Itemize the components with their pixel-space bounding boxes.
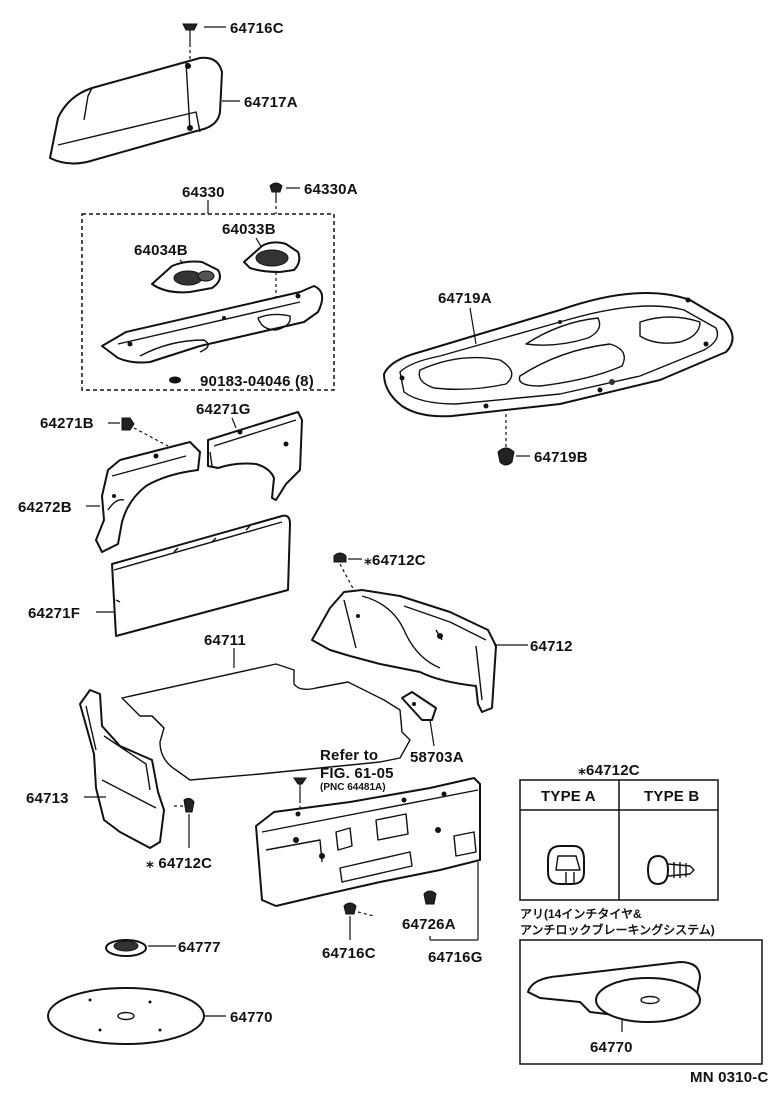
- label-64330: 64330: [182, 184, 225, 201]
- type-a-header: TYPE A: [541, 788, 596, 805]
- label-64777: 64777: [178, 939, 221, 956]
- package-tray-64330: [101, 285, 324, 364]
- label-64726a: 64726A: [402, 916, 456, 933]
- diagram-code: MN 0310-C: [690, 1069, 769, 1086]
- clip-64712c-right: [333, 552, 362, 595]
- label-64330a: 64330A: [304, 181, 358, 198]
- clip-64719b: [497, 447, 515, 466]
- trim-64712: [311, 589, 497, 713]
- refer-line1: Refer to: [320, 747, 378, 764]
- inset-note-line1: アリ(14インチタイヤ&: [520, 907, 642, 921]
- board-64770-inset: [527, 961, 701, 1023]
- clip-90183: [169, 376, 181, 384]
- inset-box: [519, 939, 763, 1065]
- label-64717a: 64717A: [244, 94, 298, 111]
- board-64271f: [111, 514, 291, 637]
- label-64712: 64712: [530, 638, 573, 655]
- clip-type-a: [547, 845, 585, 885]
- label-64719a: 64719A: [438, 290, 492, 307]
- refer-line3: (PNC 64481A): [320, 782, 386, 793]
- mat-64711: [121, 663, 411, 781]
- label-58703a: 58703A: [410, 749, 464, 766]
- clip-type-b: [647, 855, 695, 885]
- speaker-grille-64033b: [243, 241, 301, 300]
- refer-line2: FIG. 61-05: [320, 765, 394, 782]
- label-64272b: 64272B: [18, 499, 72, 516]
- label-90183: 90183-04046 (8): [200, 373, 314, 390]
- label-64711: 64711: [204, 632, 246, 649]
- label-64034b: 64034B: [134, 242, 188, 259]
- board-64770: [47, 987, 205, 1045]
- type-b-header: TYPE B: [644, 788, 699, 805]
- trim-64272b: [95, 441, 201, 553]
- clip-64712c-left: [174, 797, 195, 848]
- label-64713: 64713: [26, 790, 69, 807]
- label-64719b: 64719B: [534, 449, 588, 466]
- cover-64717a: [49, 56, 223, 165]
- clip-64271b: [121, 417, 169, 447]
- speaker-grille-64034b: [151, 260, 221, 294]
- label-64271g: 64271G: [196, 401, 251, 418]
- label-64712c-left: ⁎ 64712C: [146, 855, 212, 872]
- inset-note-line2: アンチロックブレーキングシステム): [520, 922, 715, 937]
- label-64271f: 64271F: [28, 605, 80, 622]
- clip-64716c-top: [182, 23, 198, 62]
- label-64770: 64770: [230, 1009, 273, 1026]
- label-64712c-right: ⁎64712C: [364, 552, 426, 569]
- label-64770-inset: 64770: [590, 1039, 633, 1056]
- label-64271b: 64271B: [40, 415, 94, 432]
- trim-64271g: [207, 411, 303, 501]
- clip-64726a: [423, 890, 437, 905]
- trim-back-panel: [255, 777, 481, 907]
- clip-refer: [293, 777, 307, 812]
- plate-58703a: [401, 691, 437, 721]
- insulator-64719a: [383, 291, 734, 418]
- clip-64330a: [269, 182, 283, 214]
- label-64716c-top: 64716C: [230, 20, 284, 37]
- type-table-title: ⁎64712C: [578, 762, 640, 779]
- trim-64713: [79, 689, 165, 849]
- label-64716g: 64716G: [428, 949, 483, 966]
- label-64716c-bottom: 64716C: [322, 945, 376, 962]
- label-64033b: 64033B: [222, 221, 276, 238]
- holder-64777: [105, 939, 147, 957]
- clip-64716c-bottom: [343, 902, 375, 940]
